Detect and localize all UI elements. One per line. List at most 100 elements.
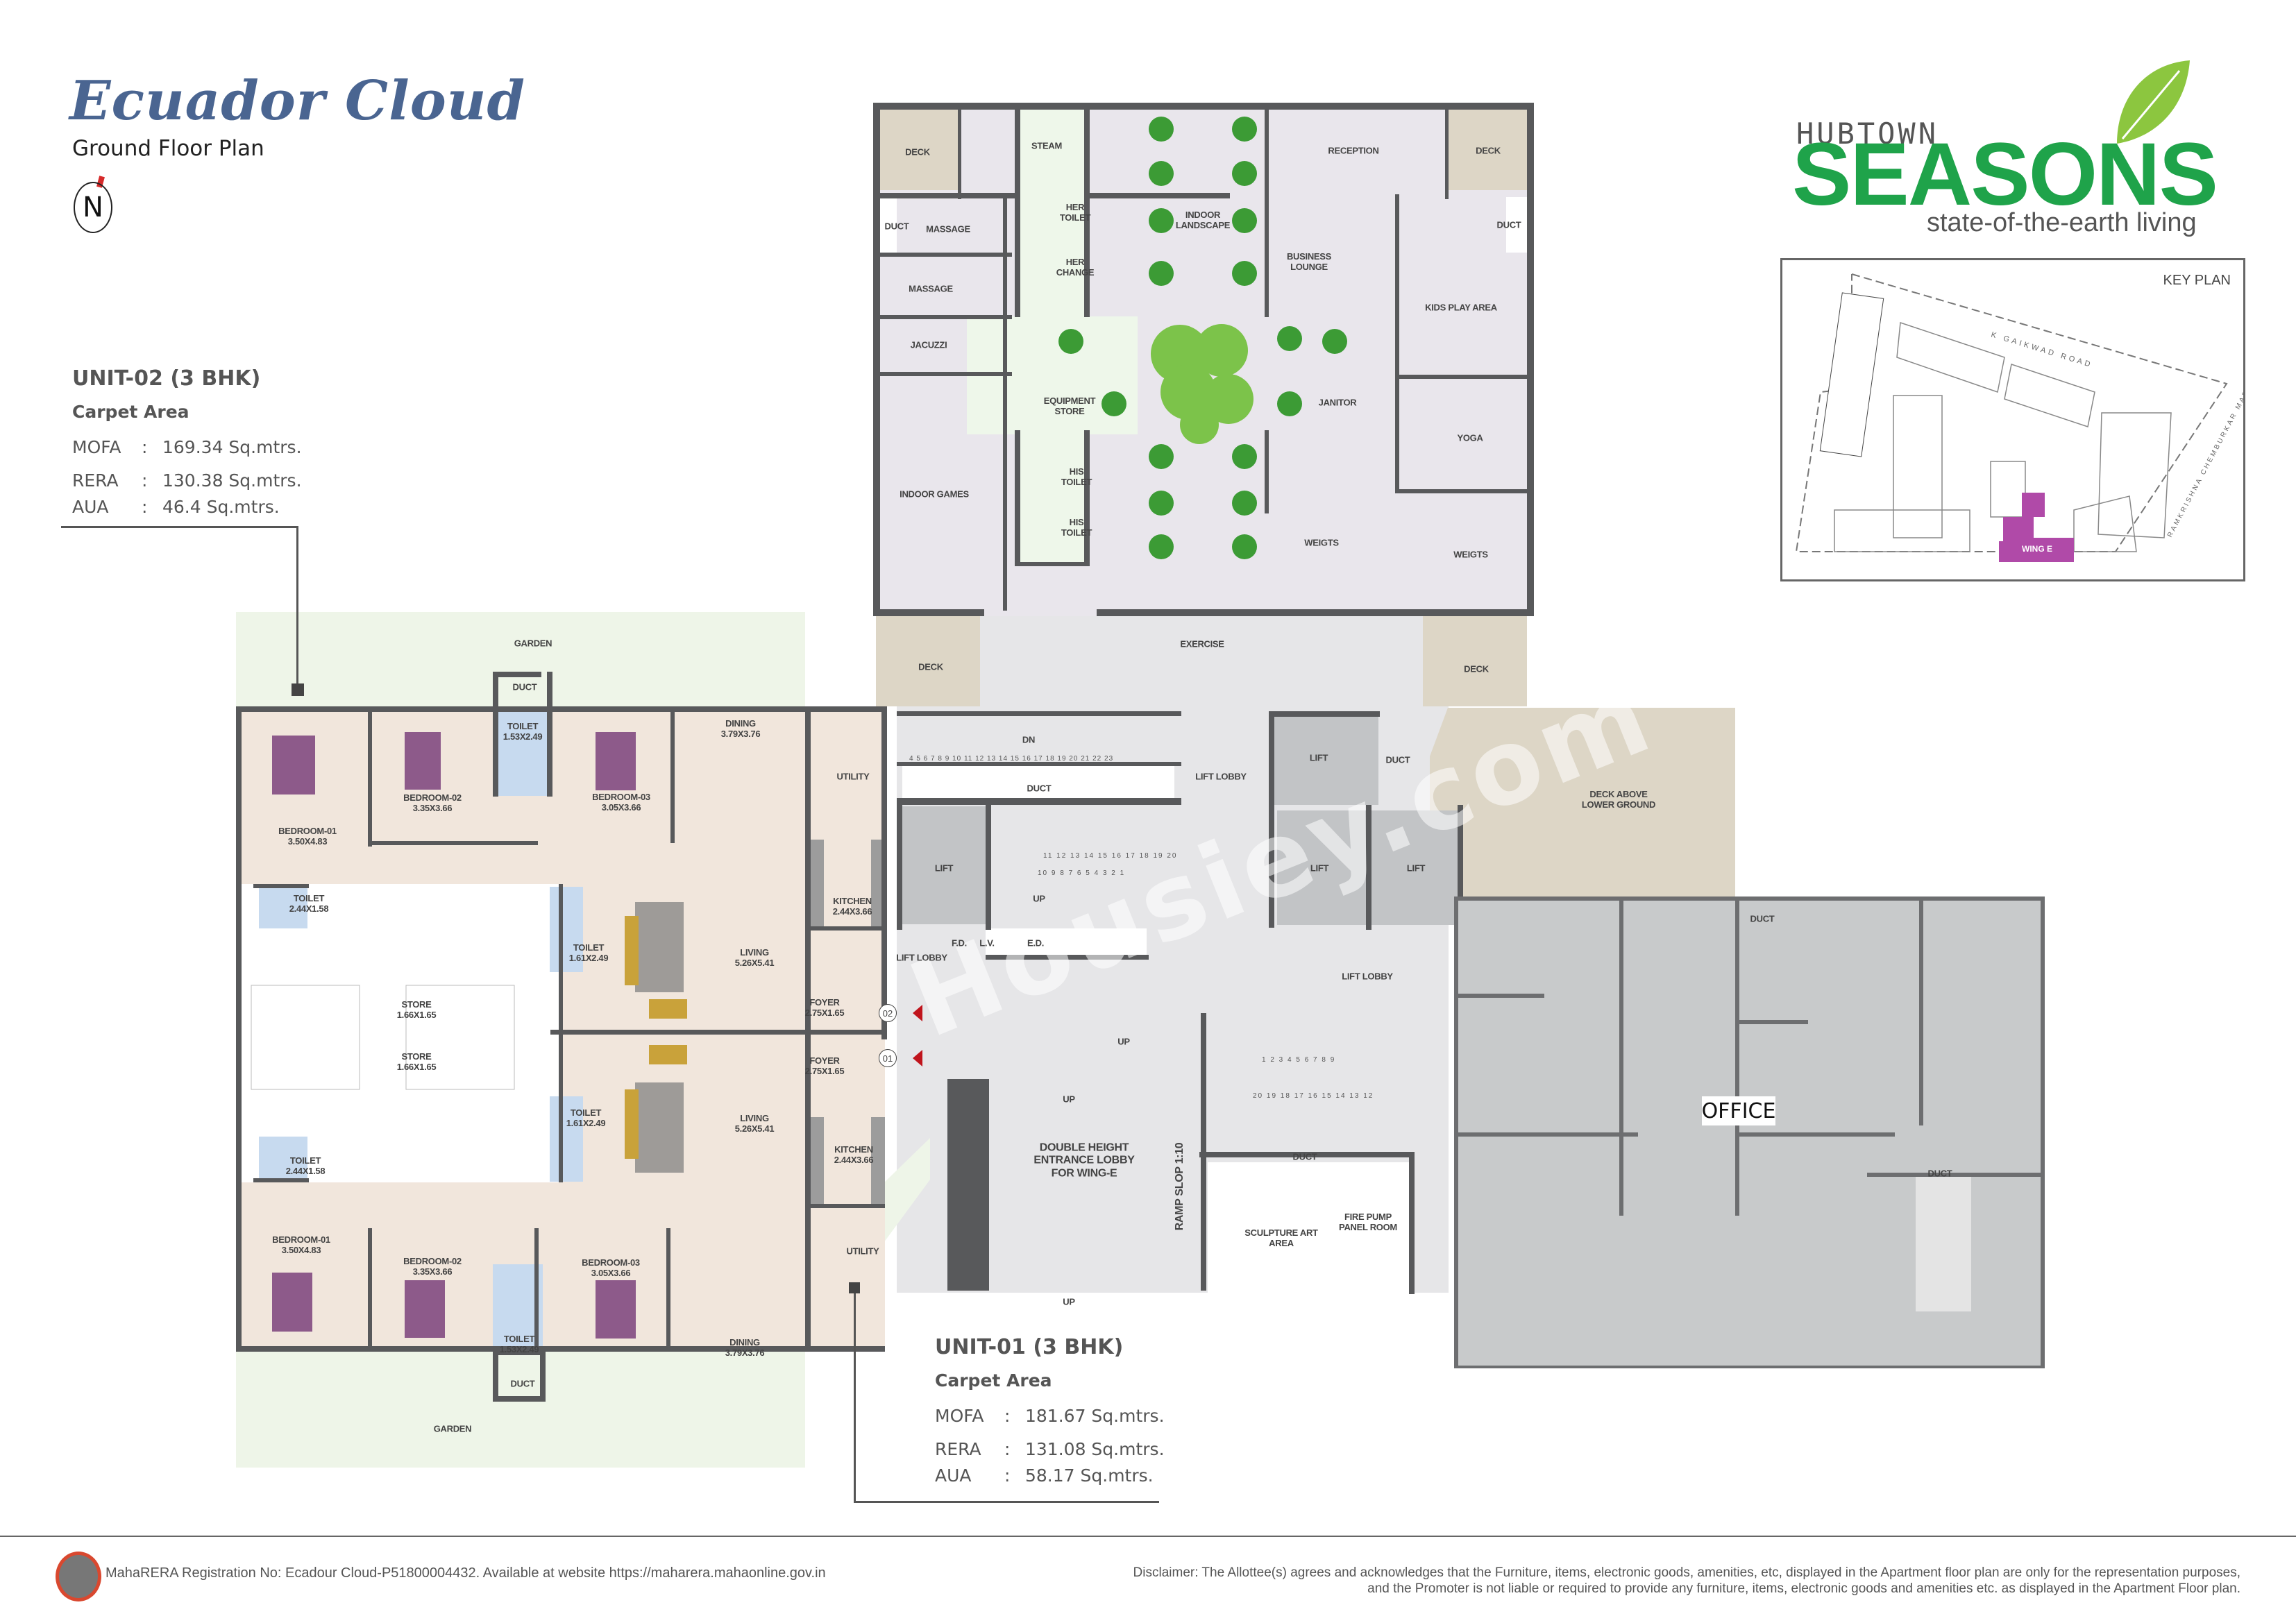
room-label-amenity: HIS TOILET — [1061, 517, 1092, 538]
room-label-unit-02: TOILET 2.44X1.58 — [289, 893, 329, 914]
unit-02-entry-arrow-icon — [913, 1005, 922, 1021]
room-label-amenity: KIDS PLAY AREA — [1425, 302, 1497, 313]
room-label-core: UP — [1117, 1036, 1130, 1047]
room-label-amenity: JANITOR — [1318, 397, 1357, 408]
room-label-core: SCULPTURE ART AREA — [1244, 1227, 1318, 1248]
room-label-core: UP — [1063, 1296, 1075, 1307]
unit-01-aua-row: AUA:58.17 Sq.mtrs. — [935, 1463, 1165, 1489]
unit-01-mofa-row: MOFA:181.67 Sq.mtrs. — [935, 1403, 1165, 1429]
footer-divider — [0, 1536, 2296, 1537]
room-label-unit-02: BEDROOM-03 3.05X3.66 — [592, 792, 650, 813]
rera-registration-text: MahaRERA Registration No: Ecadour Cloud-… — [105, 1565, 826, 1581]
unit-01-info: UNIT-01 (3 BHK) Carpet Area MOFA:181.67 … — [935, 1335, 1165, 1489]
unit-01-subtitle: Carpet Area — [935, 1370, 1052, 1391]
disclaimer: Disclaimer: The Allottee(s) agrees and a… — [922, 1565, 2240, 1597]
room-label-unit-02: FOYER 2.75X1.65 — [804, 997, 845, 1018]
maharera-logo-icon — [56, 1552, 101, 1601]
room-label-office: DUCT — [1927, 1168, 1952, 1179]
room-label-unit-01: FOYER 2.75X1.65 — [804, 1055, 845, 1076]
unit-02-title: UNIT-02 (3 BHK) — [72, 366, 261, 391]
room-label-core: LIFT — [1310, 863, 1329, 874]
room-label-amenity: INDOOR GAMES — [900, 488, 969, 500]
room-label-core: DN — [1022, 734, 1036, 745]
room-label-unit-01: UTILITY — [846, 1246, 879, 1257]
north-compass-icon: N — [74, 182, 112, 233]
room-label-core: UP — [1063, 1094, 1075, 1105]
unit-02-subtitle: Carpet Area — [72, 402, 189, 422]
room-label-unit-01: LIVING 5.26X5.41 — [734, 1113, 775, 1134]
residence-block — [61, 526, 1159, 1503]
stair-right-upper-numbers: 1 2 3 4 5 6 7 8 9 — [1262, 1056, 1336, 1064]
room-label-amenity: INDOOR LANDSCAPE — [1175, 210, 1231, 230]
room-label-unit-02: TOILET 1.61X2.49 — [568, 942, 609, 963]
room-label-amenity: WEIGTS — [1304, 537, 1339, 548]
unit-01-title: UNIT-01 (3 BHK) — [935, 1335, 1124, 1359]
room-label-amenity: EXERCISE — [1180, 638, 1224, 649]
key-plan: KEY PLAN WING E K GAIKWAD ROAD RAMKRISHN… — [1780, 258, 2254, 581]
room-label-unit-02: DINING 3.79X3.76 — [720, 718, 761, 739]
room-label-core: DUCT — [1027, 783, 1052, 794]
room-label-unit-01: DUCT — [510, 1378, 535, 1389]
key-plan-map: WING E K GAIKWAD ROAD RAMKRISHNA CHEMBUR… — [1795, 273, 2254, 562]
core-block — [876, 616, 1735, 1294]
plan-title: Ground Floor Plan — [72, 136, 264, 161]
room-label-amenity: DUCT — [884, 221, 909, 232]
room-label-unit-01: GARDEN — [433, 1423, 472, 1434]
unit-01-entry-badge: 01 — [879, 1049, 897, 1067]
brand-tagline: state-of-the-earth living — [1927, 208, 2197, 237]
room-label-amenity: HER TOILET — [1059, 202, 1091, 223]
room-label-core: DOUBLE HEIGHT ENTRANCE LOBBY FOR WING-E — [1033, 1141, 1135, 1180]
unit-01-aua-value: 58.17 Sq.mtrs. — [1025, 1465, 1154, 1486]
unit-02-aua-row: AUA:46.4 Sq.mtrs. — [72, 494, 302, 520]
disclaimer-line-2: and the Promoter is not liable or requir… — [1367, 1581, 2240, 1596]
unit-02-info: UNIT-02 (3 BHK) Carpet Area MOFA:169.34 … — [72, 366, 302, 520]
unit-02-aua-value: 46.4 Sq.mtrs. — [162, 497, 280, 517]
room-label-amenity: STEAM — [1031, 140, 1063, 151]
room-label-unit-01: TOILET 1.61X2.49 — [566, 1107, 606, 1128]
room-label-unit-01: STORE 1.66X1.65 — [396, 1051, 437, 1072]
stair-right-lower-numbers: 20 19 18 17 16 15 14 13 12 — [1253, 1092, 1374, 1100]
room-label-amenity: MASSAGE — [909, 283, 953, 294]
office-block — [1454, 897, 2045, 1368]
room-label-amenity: MASSAGE — [926, 223, 970, 235]
stair-top-numbers: 4 5 6 7 8 9 10 11 12 13 14 15 16 17 18 1… — [909, 755, 1114, 763]
room-label-unit-01: BEDROOM-02 3.35X3.66 — [403, 1256, 462, 1277]
svg-text:RAMKRISHNA CHEMBURKAR MARG: RAMKRISHNA CHEMBURKAR MARG — [2166, 382, 2243, 539]
unit-02-rera-value: 130.38 Sq.mtrs. — [162, 470, 302, 491]
room-label-unit-02: TOILET 1.53X2.49 — [503, 721, 543, 742]
wing-e-label: WING E — [2022, 544, 2052, 554]
room-label-amenity: RECEPTION — [1328, 145, 1379, 156]
room-label-unit-02: BEDROOM-02 3.35X3.66 — [403, 792, 462, 813]
room-label-amenity: DECK — [1464, 663, 1489, 674]
project-title: Ecuador Cloud — [69, 69, 525, 133]
room-label-amenity: HER CHANGE — [1056, 257, 1095, 278]
stair-mid-upper-numbers: 11 12 13 14 15 16 17 18 19 20 — [1043, 852, 1178, 860]
unit-02-mofa-row: MOFA:169.34 Sq.mtrs. — [72, 434, 302, 461]
unit-02-rera-row: RERA:130.38 Sq.mtrs. — [72, 468, 302, 494]
room-label-office: DUCT — [1750, 913, 1775, 924]
room-label-core: FIRE PUMP PANEL ROOM — [1339, 1212, 1397, 1232]
room-label-core: LIFT — [1309, 752, 1328, 763]
room-label-amenity: HIS TOILET — [1061, 466, 1092, 487]
room-label-amenity: BUSINESS LOUNGE — [1286, 251, 1332, 272]
room-label-unit-01: TOILET 1.53X2.49 — [499, 1334, 539, 1354]
room-label-amenity: DECK — [905, 146, 930, 158]
room-label-core: UP — [1033, 893, 1045, 904]
unit-01-mofa-value: 181.67 Sq.mtrs. — [1025, 1406, 1165, 1426]
room-label-core: LIFT LOBBY — [1342, 971, 1393, 982]
room-label-amenity: JACUZZI — [910, 339, 947, 350]
room-label-core: LIFT — [1406, 863, 1426, 874]
room-label-unit-02: KITCHEN 2.44X3.66 — [832, 896, 872, 917]
svg-text:K GAIKWAD ROAD: K GAIKWAD ROAD — [1990, 330, 2094, 369]
room-label-core: DECK ABOVE LOWER GROUND — [1581, 789, 1656, 810]
room-label-unit-01: TOILET 2.44X1.58 — [285, 1155, 326, 1176]
room-label-core: DUCT — [1385, 754, 1410, 765]
key-plan-title: KEY PLAN — [2163, 273, 2231, 288]
room-label-core: DUCT — [1292, 1151, 1317, 1162]
room-label-amenity: DUCT — [1496, 219, 1521, 230]
room-label-unit-01: BEDROOM-03 3.05X3.66 — [582, 1257, 640, 1278]
room-label-unit-02: LIVING 5.26X5.41 — [734, 947, 775, 968]
unit-01-rera-value: 131.08 Sq.mtrs. — [1025, 1439, 1165, 1459]
room-label-core: L.V. — [979, 937, 995, 949]
disclaimer-line-1: Disclaimer: The Allottee(s) agrees and a… — [1133, 1565, 2240, 1580]
